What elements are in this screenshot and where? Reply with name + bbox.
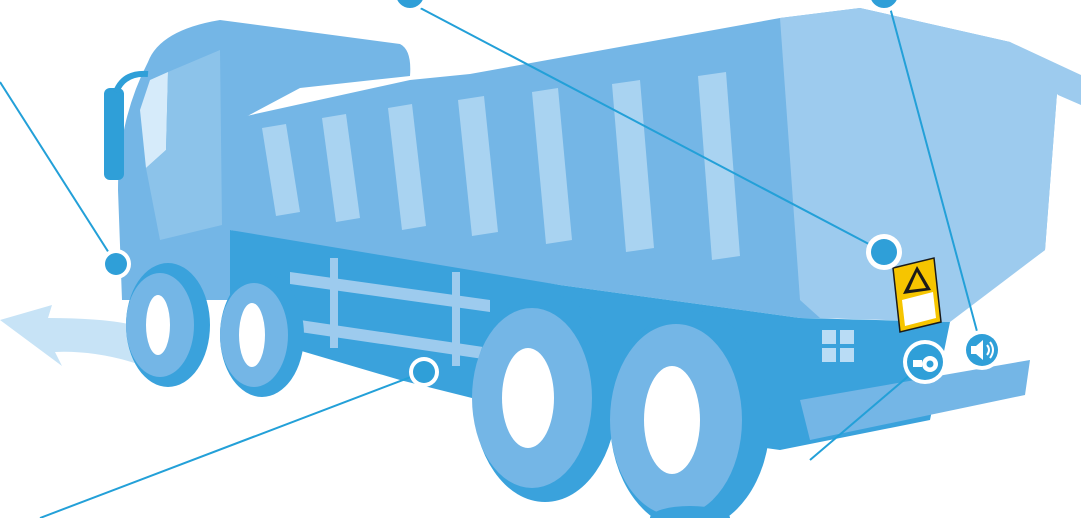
callout-line-mirror	[0, 82, 116, 264]
front-wheel	[126, 263, 210, 387]
callout-side-guard[interactable]	[409, 357, 439, 387]
callout-reverse-alarm[interactable]	[962, 330, 1002, 370]
rear-wheel-1	[472, 294, 617, 502]
second-wheel	[220, 273, 304, 397]
callout-top-right-partial[interactable]	[868, 0, 900, 10]
callout-mirror[interactable]	[101, 249, 131, 279]
callout-warning-label[interactable]	[866, 234, 902, 270]
warning-label	[893, 258, 941, 332]
callout-rear-camera[interactable]	[903, 340, 947, 384]
side-mirror	[104, 88, 124, 180]
callout-line-side-guard	[40, 372, 424, 518]
